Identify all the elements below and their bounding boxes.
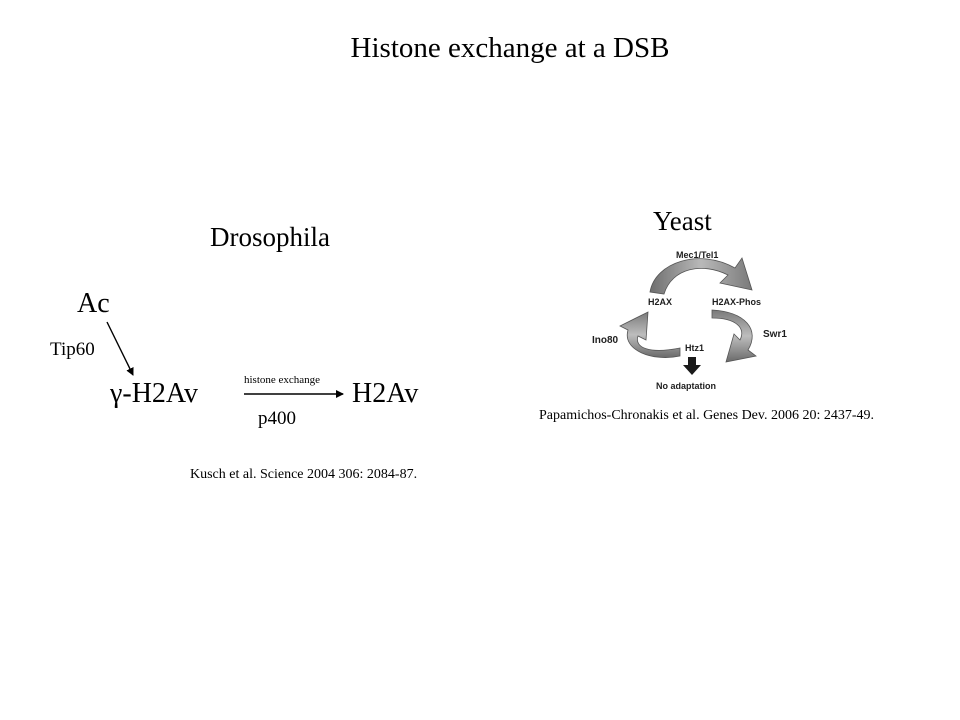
htz1-label: Htz1 bbox=[685, 343, 704, 353]
gamma-h2av-label: γ-H2Av bbox=[110, 378, 199, 409]
swr1-label: Swr1 bbox=[763, 329, 787, 340]
ino80-label: Ino80 bbox=[592, 335, 619, 346]
yeast-cycle-diagram: Mec1/Tel1 H2AX H2AX-Phos Ino80 Swr1 Htz1… bbox=[592, 250, 787, 391]
top-cycle-arrow bbox=[649, 257, 753, 295]
tip60-label: Tip60 bbox=[50, 339, 95, 360]
slide-title: Histone exchange at a DSB bbox=[350, 32, 670, 64]
tip60-arrow bbox=[106, 321, 134, 376]
no-adaptation-label: No adaptation bbox=[656, 381, 716, 391]
h2ax-phos-label: H2AX-Phos bbox=[712, 297, 761, 307]
right-cycle-arrow bbox=[711, 309, 757, 363]
left-cycle-arrow bbox=[619, 311, 681, 358]
papamichos-citation: Papamichos-Chronakis et al. Genes Dev. 2… bbox=[539, 408, 875, 423]
mec1-tel1-label: Mec1/Tel1 bbox=[676, 250, 718, 260]
h2ax-label: H2AX bbox=[648, 297, 672, 307]
h2av-label: H2Av bbox=[352, 378, 419, 409]
down-arrow-icon bbox=[683, 357, 701, 375]
drosophila-heading: Drosophila bbox=[210, 222, 330, 252]
acetylation-label: Ac bbox=[77, 288, 110, 319]
kusch-citation: Kusch et al. Science 2004 306: 2084-87. bbox=[190, 467, 418, 482]
histone-exchange-label: histone exchange bbox=[244, 374, 321, 386]
yeast-heading: Yeast bbox=[653, 206, 712, 236]
p400-label: p400 bbox=[258, 408, 296, 429]
